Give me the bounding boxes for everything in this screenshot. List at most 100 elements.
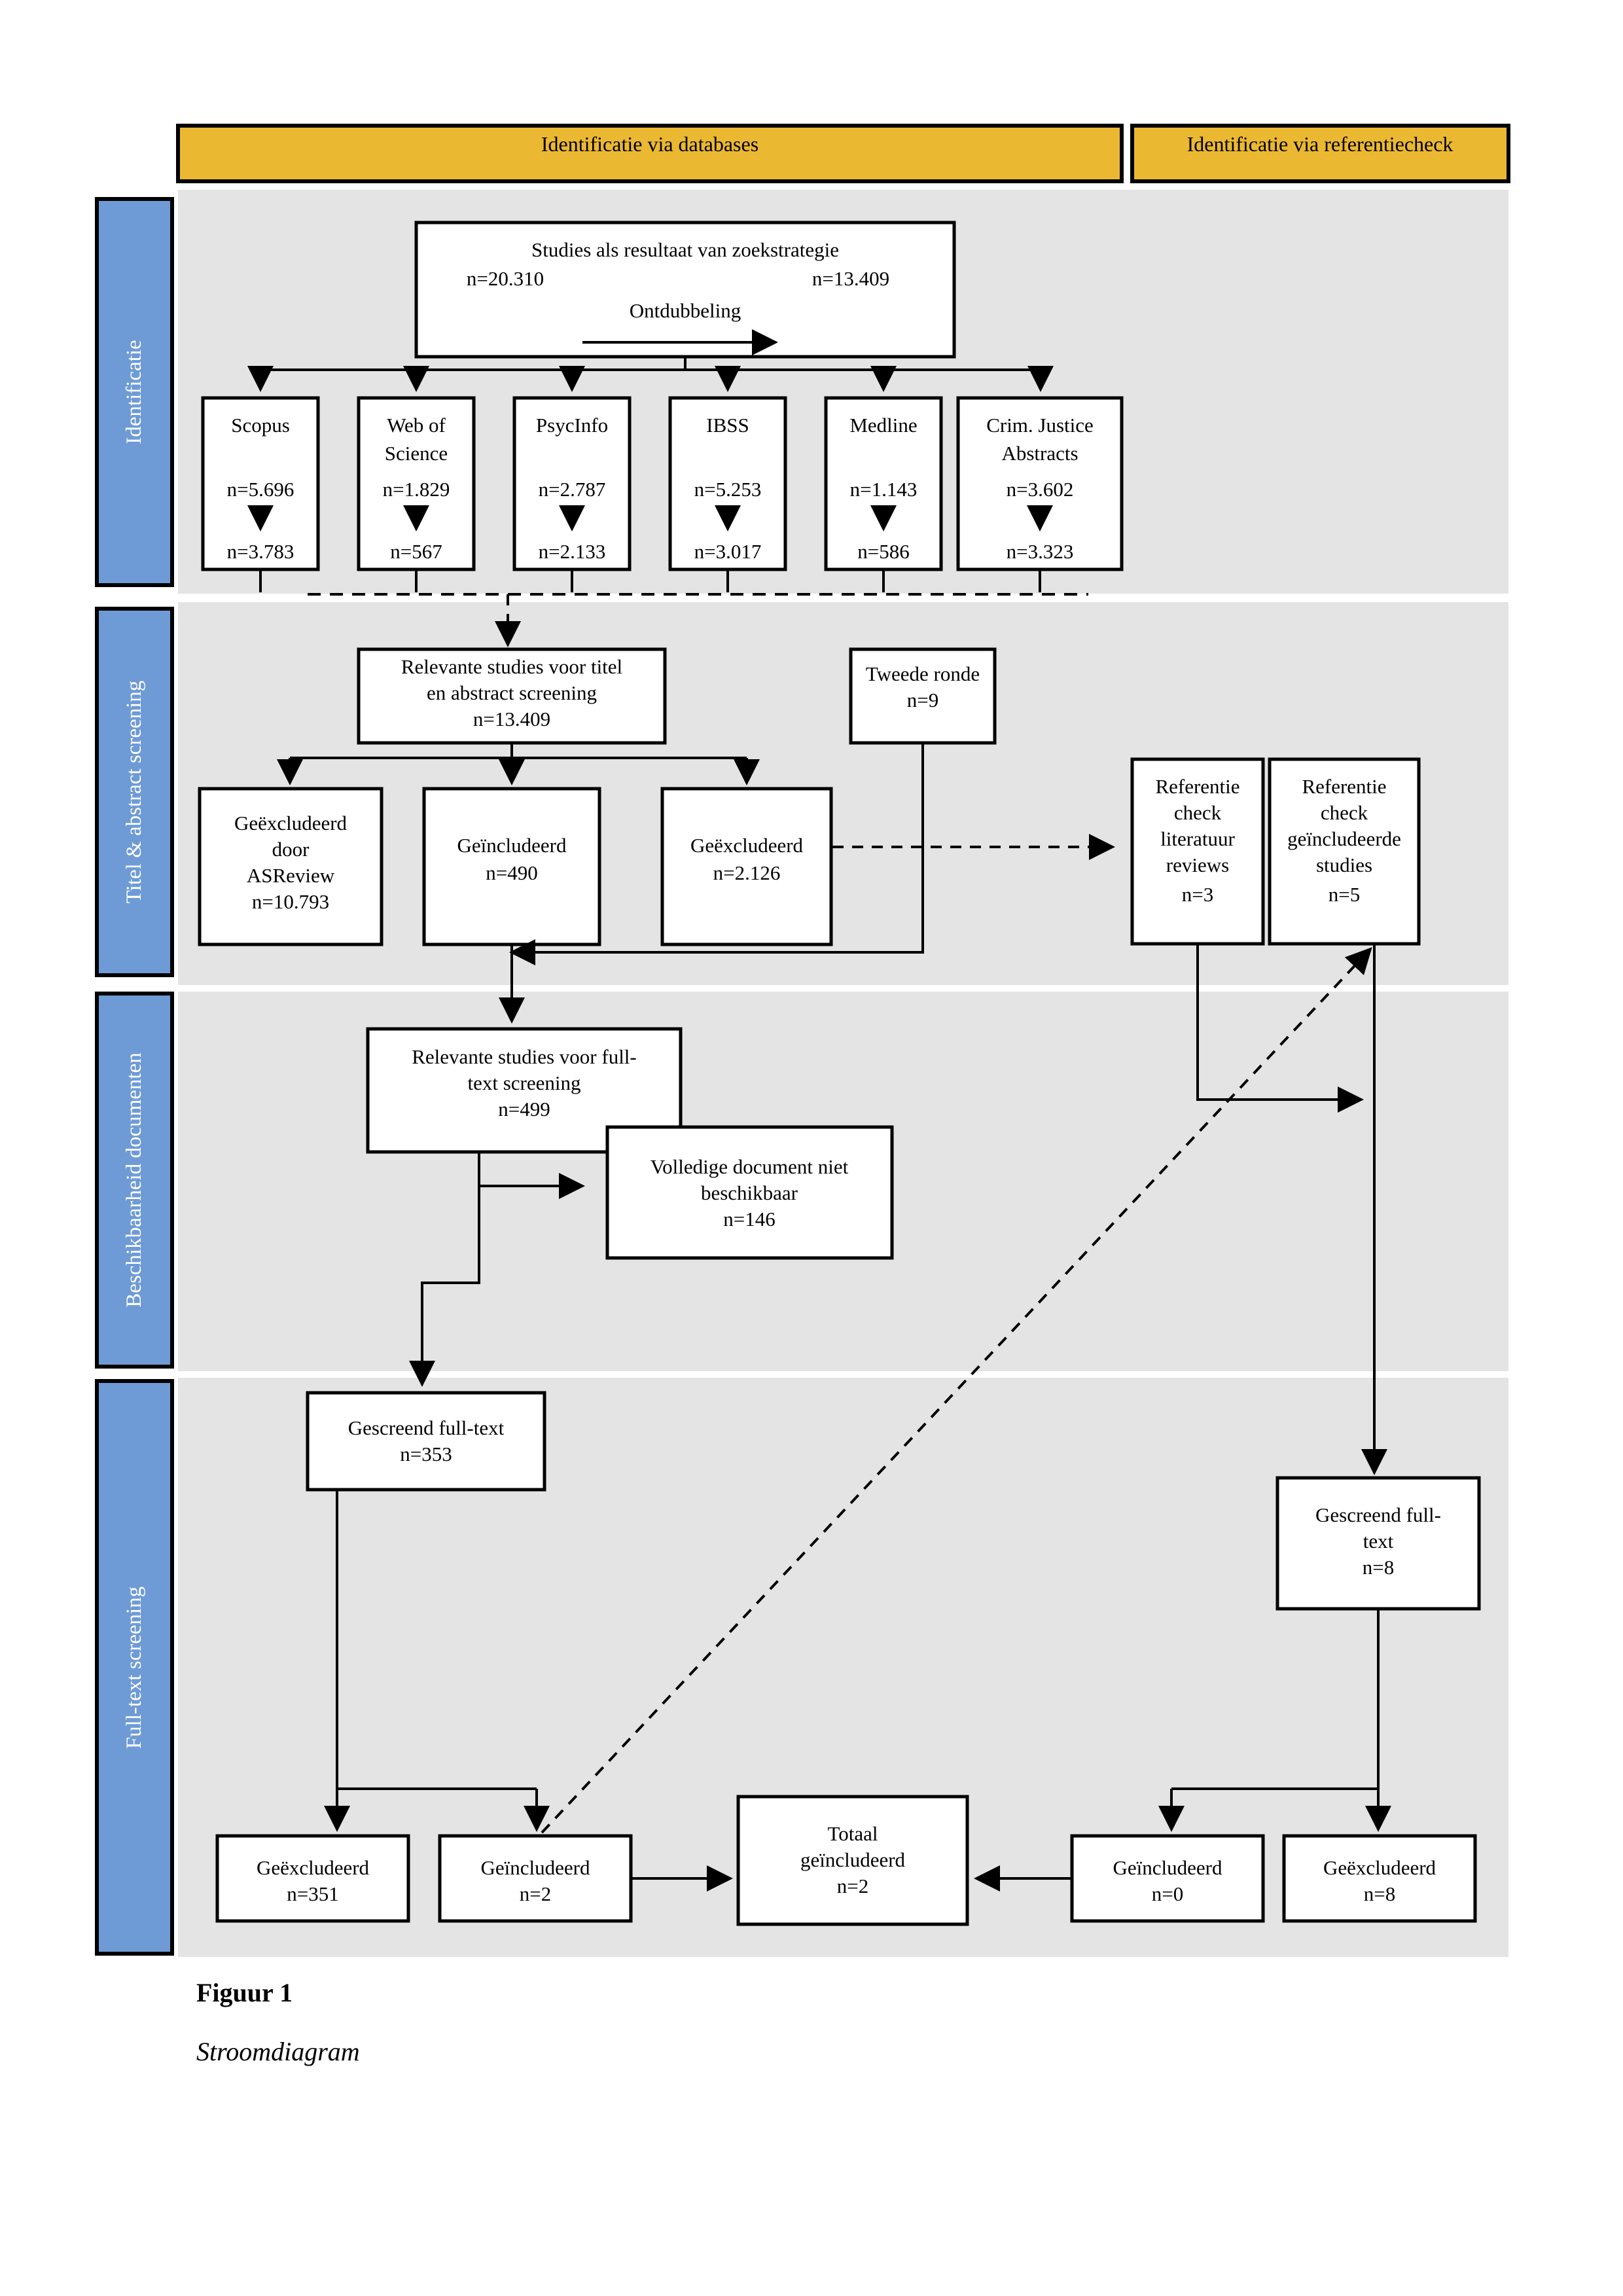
fanout-title-abstract (277, 743, 760, 785)
total-included-n: n=2 (837, 1874, 868, 1897)
refcheck-included-n: n=5 (1329, 883, 1360, 906)
db-1-n-after: n=567 (390, 540, 442, 563)
db-5-n-after: n=3.323 (1007, 540, 1074, 563)
fanout-screened-ft-db (324, 1490, 550, 1832)
node-screened-fulltext-databases: Gescreend full-text n=353 (306, 1391, 546, 1492)
db-4-n-after: n=586 (857, 540, 909, 563)
node-search-strategy: Studies als resultaat van zoekstrategie … (414, 221, 956, 359)
refcheck-included-line4: studies (1316, 853, 1372, 876)
relevant-ta-n: n=13.409 (473, 708, 550, 730)
db-0-name-line1: Scopus (231, 414, 290, 437)
node-total-included: Totaal geïncludeerd n=2 (736, 1795, 969, 1926)
excluded-asreview-n: n=10.793 (252, 890, 329, 913)
refcheck-reviews-line3: literatuur (1160, 827, 1235, 850)
fanout-to-databases (247, 357, 1054, 392)
doc-unavailable-line2: beschikbaar (701, 1181, 798, 1204)
db-3-name-line1: IBSS (706, 414, 749, 437)
node-excluded-title-abstract: Geëxcludeerd n=2.126 (660, 787, 833, 946)
sidebar-label-fulltext: Full-text screening (122, 1587, 146, 1749)
included-ta-line1: Geïncludeerd (457, 834, 567, 857)
refcheck-included-line1: Referentie (1302, 775, 1386, 798)
excluded-ft-db-n: n=351 (287, 1882, 338, 1905)
header-referentiecheck-label: Identificatie via referentiecheck (1187, 132, 1454, 156)
db-5-name-line1: Crim. Justice (986, 414, 1094, 437)
excluded-ta-line1: Geëxcludeerd (690, 834, 804, 857)
db-1-n-before: n=1.829 (383, 478, 450, 501)
figure-caption-label: Figuur 1 (196, 1978, 293, 2007)
node-screened-fulltext-refcheck: Gescreend full- text n=8 (1275, 1476, 1481, 1611)
node-second-round: Tweede ronde n=9 (849, 647, 997, 745)
relevant-ta-line1: Relevante studies voor titel (401, 655, 622, 678)
node-database-medline: Medline n=1.143 n=586 (824, 396, 943, 571)
node-document-unavailable: Volledige document niet beschikbaar n=14… (605, 1125, 894, 1260)
db-5-n-before: n=3.602 (1007, 478, 1074, 501)
db-2-name-line1: PsycInfo (536, 414, 608, 437)
excluded-ft-db-line1: Geëxcludeerd (257, 1856, 370, 1879)
db-4-name-line1: Medline (849, 414, 917, 437)
sidebar-stage-titel-abstract: Titel & abstract screening (95, 607, 174, 977)
relevant-ft-n: n=499 (498, 1098, 550, 1121)
screened-ft-ref-line2: text (1363, 1530, 1394, 1552)
refcheck-reviews-line2: check (1174, 801, 1222, 824)
doc-unavailable-line1: Volledige document niet (651, 1155, 849, 1178)
sidebar-label-identificatie: Identificatie (122, 340, 146, 444)
excluded-asreview-line1: Geëxcludeerd (234, 812, 348, 834)
node-excluded-asreview: Geëxcludeerd door ASReview n=10.793 (198, 787, 383, 946)
link-second-round-loop (509, 743, 924, 965)
node-refcheck-literature-reviews: Referentie check literatuur reviews n=3 (1130, 757, 1265, 946)
search-strategy-n-right: n=13.409 (812, 267, 889, 290)
excluded-asreview-line2: door (272, 838, 310, 861)
node-database-web-of-science: Web of Science n=1.829 n=567 (357, 396, 476, 571)
link-relevant-ft-to-doc-unavailable (478, 1152, 585, 1199)
second-round-line1: Tweede ronde (866, 662, 980, 685)
node-excluded-fulltext-refcheck: Geëxcludeerd n=8 (1282, 1834, 1477, 1923)
node-database-ibss: IBSS n=5.253 n=3.017 (668, 396, 787, 571)
screened-ft-db-n: n=353 (400, 1443, 452, 1465)
screened-ft-ref-line1: Gescreend full- (1315, 1503, 1441, 1526)
screened-ft-ref-n: n=8 (1363, 1556, 1394, 1579)
db-3-n-before: n=5.253 (694, 478, 762, 501)
sidebar-stage-beschikbaarheid: Beschikbaarheid documenten (95, 992, 174, 1369)
node-included-fulltext-databases: Geïncludeerd n=2 (438, 1834, 633, 1923)
excluded-asreview-line3: ASReview (247, 864, 335, 887)
doc-unavailable-n: n=146 (723, 1208, 775, 1230)
relevant-ft-line1: Relevante studies voor full- (412, 1045, 637, 1068)
db-4-n-before: n=1.143 (850, 478, 918, 501)
header-identificatie-databases: Identificatie via databases (176, 124, 1124, 183)
refcheck-included-line2: check (1321, 801, 1368, 824)
refcheck-reviews-n: n=3 (1182, 883, 1213, 906)
sidebar-label-beschikbaarheid: Beschikbaarheid documenten (122, 1052, 146, 1307)
fanout-screened-ft-ref (1158, 1609, 1391, 1832)
header-databases-label: Identificatie via databases (541, 132, 758, 156)
databases-collector-dashed (259, 569, 1088, 647)
db-1-name-line2: Science (385, 442, 448, 465)
total-included-line2: geïncludeerd (800, 1848, 906, 1871)
included-ft-ref-line1: Geïncludeerd (1113, 1856, 1222, 1879)
db-2-n-after: n=2.133 (539, 540, 606, 563)
dedup-label: Ontdubbeling (630, 299, 741, 322)
included-ft-ref-n: n=0 (1152, 1882, 1183, 1905)
sidebar-stage-identificatie: Identificatie (95, 197, 174, 587)
refcheck-included-line3: geïncludeerde (1287, 827, 1401, 850)
included-ft-db-line1: Geïncludeerd (481, 1856, 590, 1879)
total-included-line1: Totaal (827, 1822, 878, 1845)
excluded-ta-n: n=2.126 (713, 861, 781, 884)
db-1-name-line1: Web of (387, 414, 446, 437)
node-included-title-abstract: Geïncludeerd n=490 (422, 787, 601, 946)
node-excluded-fulltext-databases: Geëxcludeerd n=351 (215, 1834, 410, 1923)
sidebar-label-titel-abstract: Titel & abstract screening (122, 681, 146, 904)
node-refcheck-included-studies: Referentie check geïncludeerde studies n… (1268, 757, 1421, 946)
node-relevant-title-abstract: Relevante studies voor titel en abstract… (357, 647, 667, 745)
excluded-ft-ref-line1: Geëxcludeerd (1323, 1856, 1436, 1879)
sidebar-stage-fulltext: Full-text screening (95, 1379, 174, 1956)
included-ft-db-n: n=2 (520, 1882, 551, 1905)
relevant-ft-line2: text screening (467, 1071, 580, 1094)
figure-caption-title: Stroomdiagram (196, 2037, 360, 2066)
db-0-n-after: n=3.783 (227, 540, 294, 563)
relevant-ta-line2: en abstract screening (427, 681, 597, 704)
refcheck-reviews-line1: Referentie (1155, 775, 1240, 798)
link-relevant-ft-to-screened-ft (409, 1186, 480, 1387)
second-round-n: n=9 (907, 689, 938, 711)
refcheck-reviews-line4: reviews (1166, 853, 1229, 876)
